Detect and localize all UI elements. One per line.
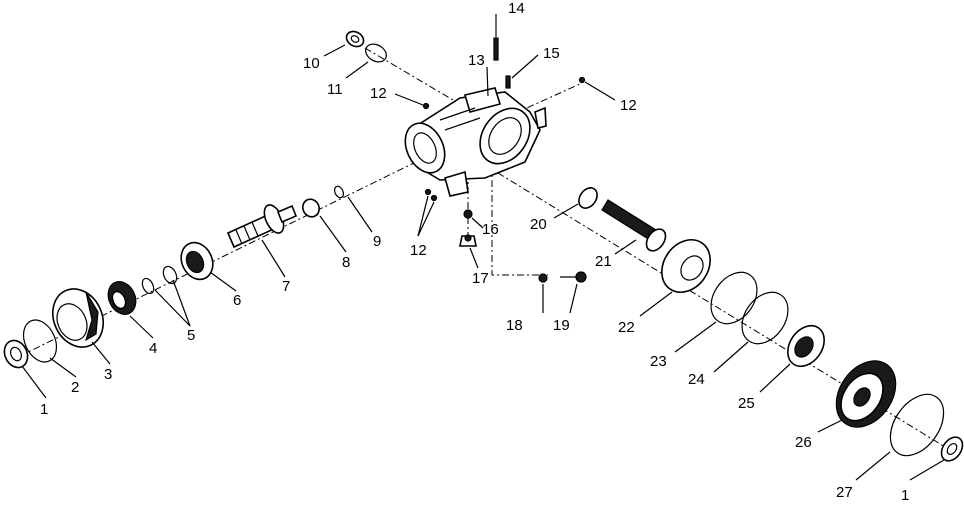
callout-10: 10	[303, 55, 320, 72]
part-18-ball	[538, 273, 548, 283]
callout-20: 20	[530, 216, 547, 233]
callout-6: 6	[233, 292, 241, 309]
part-14-breather	[493, 37, 499, 61]
part-12-screws	[422, 76, 586, 202]
part-22-flange	[661, 239, 711, 293]
callout-26: 26	[795, 434, 812, 451]
callout-labels: 1 2 3 4 5 6 7 8 9 10 11 12 12 12 13 14 1…	[40, 0, 909, 504]
part-4-bearing	[107, 281, 137, 315]
part-23-gasket	[710, 271, 758, 325]
callout-3: 3	[104, 366, 112, 383]
part-21-drive-shaft	[601, 199, 667, 252]
callout-13: 13	[468, 52, 485, 69]
part-24-gasket	[741, 291, 789, 345]
part-11-o-ring	[365, 43, 387, 63]
callout-27: 27	[836, 484, 853, 501]
part-16-screw	[463, 209, 473, 219]
callout-1: 1	[40, 401, 48, 418]
part-8-bushing	[302, 198, 320, 218]
callout-17: 17	[472, 270, 489, 287]
callout-9: 9	[373, 233, 381, 250]
callout-19: 19	[553, 317, 570, 334]
callout-24: 24	[688, 371, 705, 388]
callout-12-right: 12	[620, 97, 637, 114]
part-1-seal	[3, 339, 29, 369]
part-19-screw	[560, 271, 587, 283]
callout-4: 4	[149, 340, 157, 357]
part-9-washer	[333, 185, 345, 199]
callout-15: 15	[543, 45, 560, 62]
callout-21: 21	[595, 253, 612, 270]
callout-12-bottom: 12	[410, 242, 427, 259]
callout-14: 14	[508, 0, 525, 17]
part-26-end-housing	[835, 360, 897, 428]
callout-22: 22	[618, 319, 635, 336]
part-27-o-ring	[889, 393, 945, 457]
part-13-gearcase-housing	[404, 87, 547, 197]
part-6-bearing	[180, 241, 214, 281]
callout-2: 2	[71, 379, 79, 396]
callout-1-right: 1	[901, 487, 909, 504]
callout-16: 16	[482, 221, 499, 238]
callout-7: 7	[282, 278, 290, 295]
callout-11: 11	[327, 81, 343, 98]
callout-12-top: 12	[370, 85, 387, 102]
part-25-bearing	[787, 324, 825, 368]
part-1-seal-right	[940, 436, 964, 462]
part-15-plug	[505, 75, 511, 89]
part-17-plug	[459, 234, 477, 247]
leader-lines	[21, 14, 945, 481]
part-7-pinion-shaft	[226, 204, 298, 249]
part-10-seal	[345, 30, 365, 48]
callout-25: 25	[738, 395, 755, 412]
callout-5: 5	[187, 327, 195, 344]
part-5-snap-rings	[141, 265, 178, 295]
part-2-o-ring	[22, 319, 58, 363]
callout-18: 18	[506, 317, 523, 334]
callout-8: 8	[342, 254, 350, 271]
part-20-bushing	[578, 187, 598, 209]
part-3-cap	[52, 288, 104, 348]
callout-23: 23	[650, 353, 667, 370]
